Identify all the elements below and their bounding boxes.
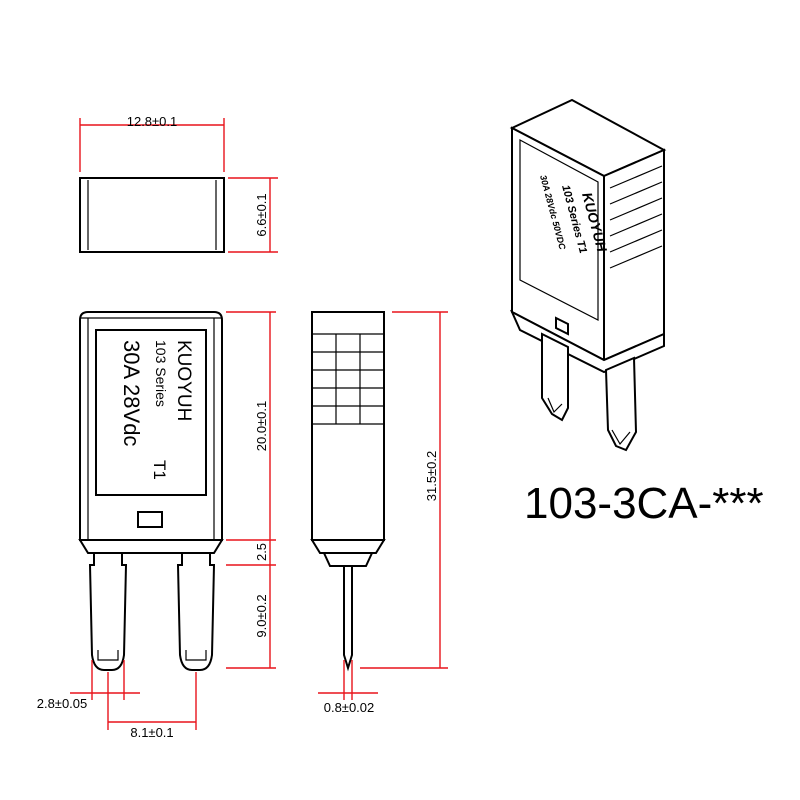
iso-shoulder xyxy=(509,309,665,374)
iso-blade-front xyxy=(541,332,569,422)
iso-window xyxy=(555,316,569,336)
top-width-label: 12.8±0.1 xyxy=(127,114,178,129)
total-height-label: 31.5±0.2 xyxy=(424,451,439,502)
body-height-label: 20.0±0.1 xyxy=(254,401,269,452)
front-label-rating: 30A 28Vdc xyxy=(119,340,144,446)
front-blade-left-tip xyxy=(97,650,119,661)
model-number: 103-3CA-*** xyxy=(524,479,764,528)
front-blade-right xyxy=(176,552,216,671)
front-label-series: 103 Series xyxy=(153,340,169,407)
side-shoulder xyxy=(310,539,386,554)
front-shoulder xyxy=(78,539,224,554)
blade-length-label: 9.0±0.2 xyxy=(254,594,269,637)
side-blade xyxy=(343,565,353,672)
top-height-label: 6.6±0.1 xyxy=(254,193,269,236)
top-view: 12.8±0.1 6.6±0.1 xyxy=(79,114,278,253)
shoulder-label: 2.5 xyxy=(254,543,269,561)
front-label-code: T1 xyxy=(150,460,169,480)
front-view: KUOYUH 103 Series T1 30A 28Vdc 2.8±0.05 … xyxy=(37,311,276,740)
front-label-brand: KUOYUH xyxy=(173,340,194,421)
side-ribs xyxy=(312,333,384,425)
blade-spacing-label: 8.1±0.1 xyxy=(130,725,173,740)
iso-ribs xyxy=(609,165,663,269)
side-body-outline xyxy=(311,311,385,541)
side-collar xyxy=(322,552,374,567)
iso-blade-front-tip xyxy=(547,397,563,414)
isometric-view: KUOYUH 103 Series T1 30A 28Vdc 50VDC xyxy=(509,98,667,452)
front-label-panel xyxy=(95,329,207,496)
front-window xyxy=(137,511,163,528)
thickness-label: 0.8±0.02 xyxy=(324,700,375,715)
iso-blade-back-tip xyxy=(611,429,631,446)
iso-label-panel xyxy=(519,138,599,321)
iso-blade-back xyxy=(604,356,638,452)
iso-side-face xyxy=(603,148,665,362)
top-view-outline xyxy=(79,177,225,253)
front-blade-right-tip xyxy=(185,650,207,661)
blade-width-label: 2.8±0.05 xyxy=(37,696,88,711)
front-blade-left xyxy=(88,552,128,671)
side-view: 0.8±0.02 31.5±0.2 xyxy=(310,311,448,715)
